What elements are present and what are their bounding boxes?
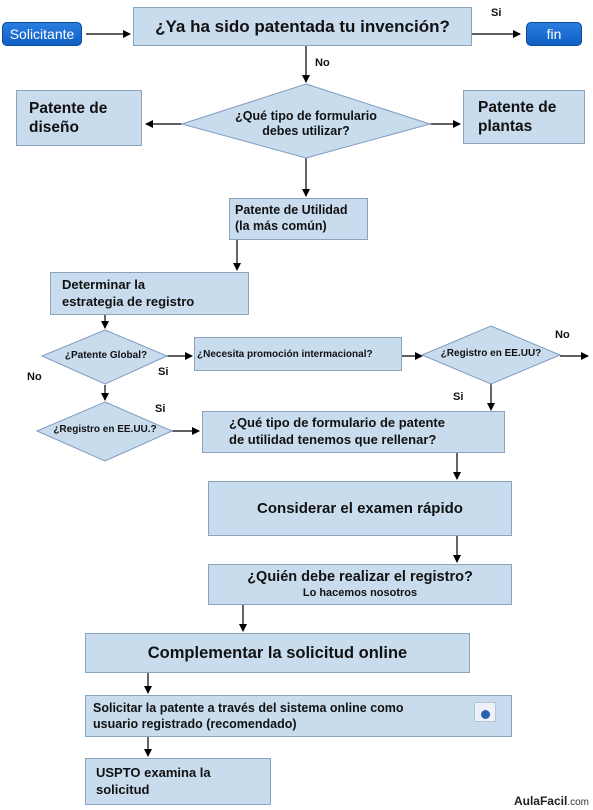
label-si-global: Si bbox=[158, 366, 169, 378]
question-registro-left-text: ¿Registro en EE.UU.? bbox=[53, 424, 157, 435]
patente-utilidad-text: Patente de Utilidad (la más común) bbox=[235, 203, 348, 233]
diamond-tipo-formulario bbox=[180, 83, 432, 159]
promocion-box: ¿Necesita promoción intermacional? bbox=[194, 337, 402, 371]
label-no-top: No bbox=[315, 57, 330, 69]
question-patentada-text: ¿Ya ha sido patentada tu invención? bbox=[155, 16, 450, 36]
diamond-registro-right bbox=[420, 325, 562, 385]
uspto-text: USPTO examina la solicitud bbox=[96, 764, 211, 797]
estrategia-text: Determinar la estrategia de registro bbox=[62, 276, 195, 309]
watermark-suffix: .com bbox=[567, 797, 589, 808]
examen-rapido-text: Considerar el examen rápido bbox=[257, 500, 463, 517]
diamond-patente-global bbox=[40, 329, 169, 385]
complementar-text: Complementar la solicitud online bbox=[147, 643, 408, 662]
diamond-registro-left bbox=[35, 401, 174, 462]
question-formulario-text: ¿Qué tipo de formulario debes utilizar? bbox=[235, 109, 377, 138]
promocion-text: ¿Necesita promoción intermacional? bbox=[197, 348, 373, 360]
uspto-box: USPTO examina la solicitud bbox=[85, 758, 271, 805]
question-patentada: ¿Ya ha sido patentada tu invención? bbox=[133, 7, 472, 46]
formulario-utilidad-text: ¿Qué tipo de formulario de patente de ut… bbox=[229, 415, 445, 447]
solicitar-box: Solicitar la patente a través del sistem… bbox=[85, 695, 512, 737]
question-registro-right-text: ¿Registro en EE.UU? bbox=[440, 348, 542, 359]
watermark-brand: AulaFacil bbox=[513, 794, 568, 808]
patente-diseno-box: Patente de diseño bbox=[16, 90, 142, 146]
patente-plantas-box: Patente de plantas bbox=[463, 90, 585, 144]
solicitante-button[interactable]: Solicitante bbox=[2, 22, 82, 46]
quien-registro-text: ¿Quién debe realizar el registro? bbox=[247, 569, 473, 586]
label-si-top: Si bbox=[491, 7, 502, 19]
quien-registro-subtext: Lo hacemos nosotros bbox=[302, 586, 418, 599]
uspto-logo-icon bbox=[474, 702, 496, 722]
patente-utilidad-box: Patente de Utilidad (la más común) bbox=[229, 198, 368, 240]
label-si-registro-left: Si bbox=[155, 403, 166, 415]
examen-rapido-box: Considerar el examen rápido bbox=[208, 481, 512, 536]
patente-diseno-text: Patente de diseño bbox=[29, 99, 108, 136]
solicitar-text: Solicitar la patente a través del sistem… bbox=[93, 700, 404, 731]
complementar-box: Complementar la solicitud online bbox=[85, 633, 470, 673]
formulario-utilidad-box: ¿Qué tipo de formulario de patente de ut… bbox=[202, 411, 505, 453]
fin-button[interactable]: fin bbox=[526, 22, 582, 46]
label-no-registro-right: No bbox=[555, 329, 570, 341]
aulafacil-watermark: AulaFacil.com bbox=[514, 794, 589, 808]
estrategia-box: Determinar la estrategia de registro bbox=[50, 272, 249, 315]
patente-plantas-text: Patente de plantas bbox=[478, 98, 557, 135]
label-si-registro-right: Si bbox=[453, 391, 464, 403]
question-global-text: ¿Patente Global? bbox=[64, 350, 148, 361]
label-no-global: No bbox=[27, 371, 42, 383]
quien-registro-box: ¿Quién debe realizar el registro? Lo hac… bbox=[208, 564, 512, 605]
